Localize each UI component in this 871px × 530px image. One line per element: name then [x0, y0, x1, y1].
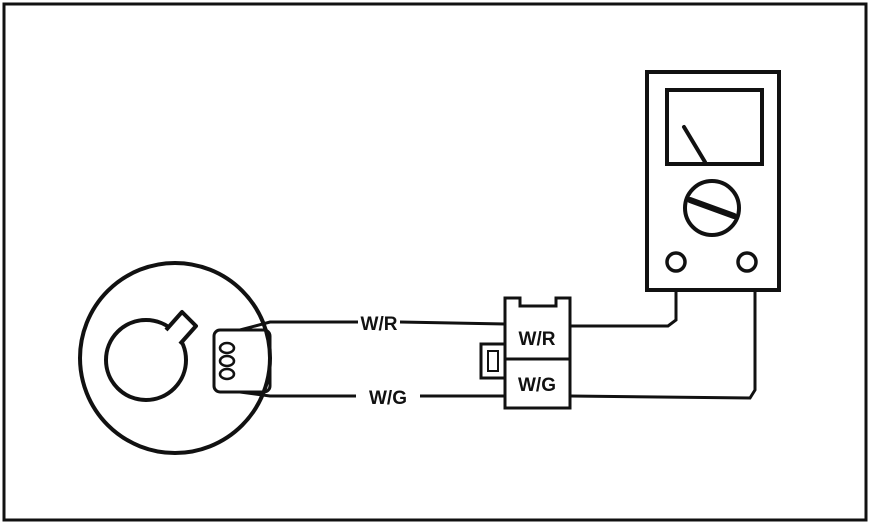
- test-lead-lower: [569, 292, 757, 400]
- knob-pointer: [687, 197, 737, 219]
- pickup-coil-body: [212, 328, 272, 394]
- test-lead-upper: [570, 290, 678, 328]
- coil-winding-icon: [218, 341, 236, 381]
- coupler-latch: [479, 342, 507, 380]
- wire-label-upper: W/R: [361, 314, 398, 335]
- probe-jack-left: [665, 251, 687, 273]
- meter-needle: [682, 125, 707, 164]
- coupler-icon: [479, 296, 572, 410]
- coupler-latch-inner: [487, 350, 499, 372]
- stator-coil-icon: [78, 261, 272, 455]
- wire-upper: [239, 320, 506, 332]
- connector-terminal-lower: W/G: [518, 375, 556, 396]
- rotor-hole: [104, 318, 188, 402]
- multimeter-icon: [645, 70, 781, 292]
- wire-lower: [239, 390, 505, 398]
- coupler-body: [503, 296, 572, 410]
- meter-display: [665, 88, 764, 166]
- probe-jack-right: [736, 251, 758, 273]
- rotor-key-notch: [164, 310, 198, 346]
- connector-terminal-upper: W/R: [519, 329, 556, 350]
- figure-border: [2, 2, 868, 522]
- stator-outer-ring: [78, 261, 272, 455]
- wire-label-lower: W/G: [369, 388, 407, 409]
